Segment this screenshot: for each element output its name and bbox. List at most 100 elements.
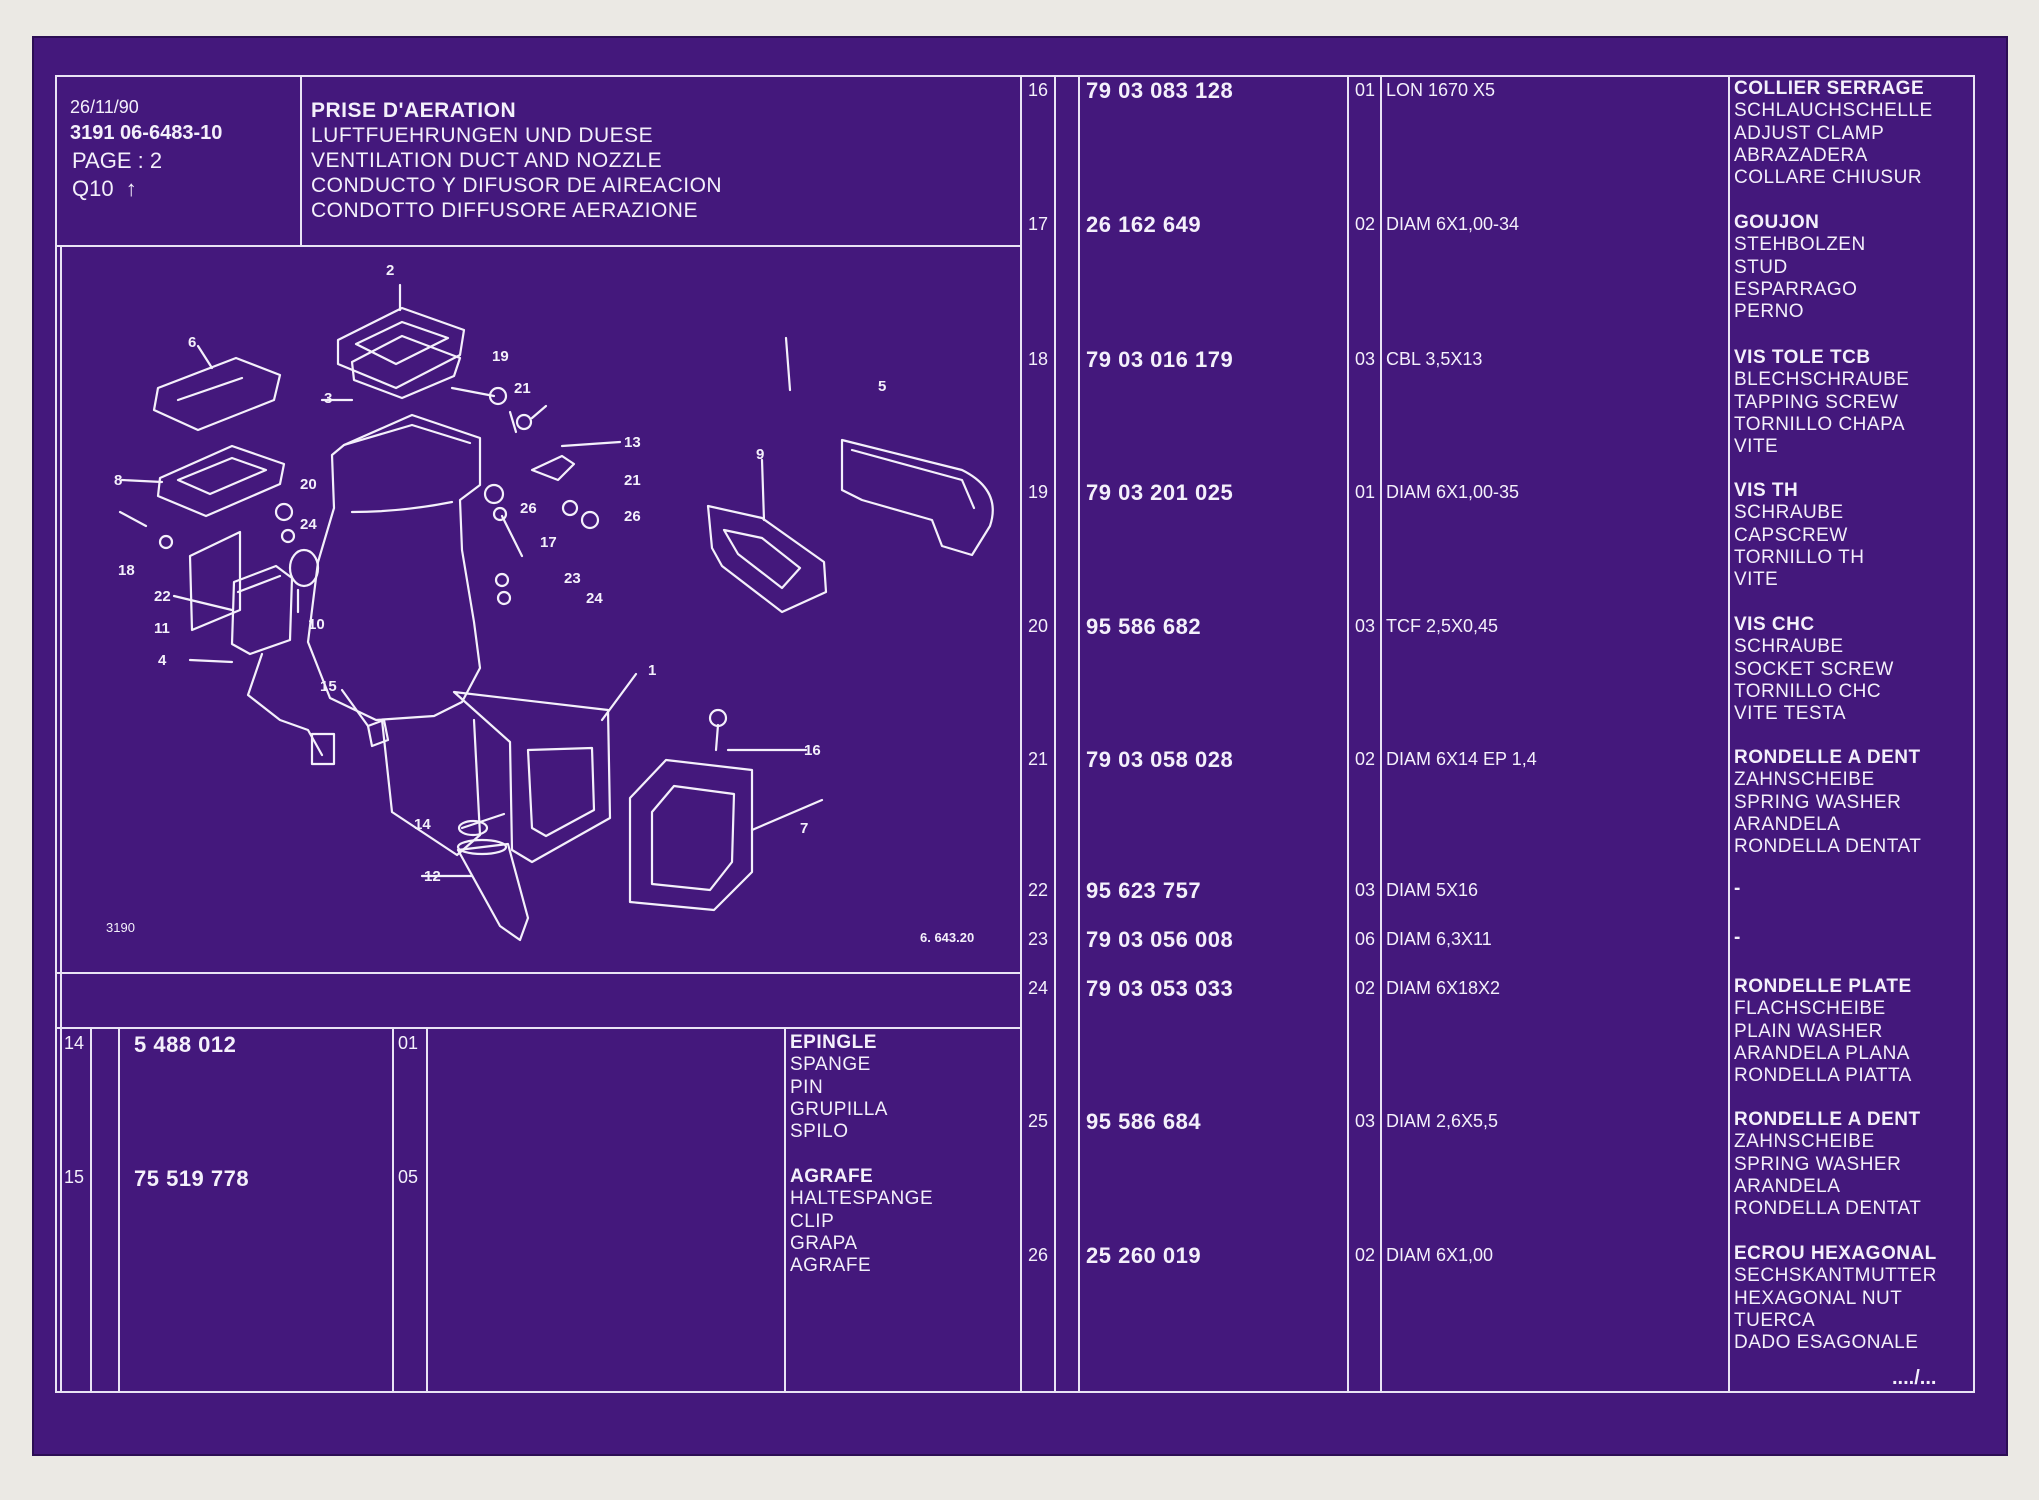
callout-6: 6 xyxy=(188,334,197,351)
callout-1: 1 xyxy=(648,662,657,679)
header-title-line: CONDOTTO DIFFUSORE AERAZIONE xyxy=(311,199,698,222)
left-col-item xyxy=(90,1027,92,1391)
description-line: STEHBOLZEN xyxy=(1734,234,1866,256)
description-line: VITE TESTA xyxy=(1734,703,1846,725)
specification: DIAM 6X14 EP 1,4 xyxy=(1386,749,1537,769)
header-ref: 3191 06-6483-10 xyxy=(70,122,223,144)
description-line: PERNO xyxy=(1734,301,1805,323)
part-14 xyxy=(457,819,489,837)
description-line: TORNILLO CHAPA xyxy=(1734,413,1906,435)
left-col-item2 xyxy=(118,1027,120,1391)
callout-20: 20 xyxy=(300,476,317,493)
right-col-item xyxy=(1054,77,1056,1391)
description-line: CAPSCREW xyxy=(1734,524,1848,546)
callout-12: 12 xyxy=(424,868,441,885)
description-line: AGRAFE xyxy=(790,1255,872,1277)
description-line: RONDELLE PLATE xyxy=(1734,976,1912,997)
quantity: 01 xyxy=(1355,80,1376,100)
part-21b-washer xyxy=(561,499,579,517)
right-col-part xyxy=(1347,77,1349,1391)
description-line: PIN xyxy=(790,1076,824,1098)
description-line: GRAPA xyxy=(790,1232,858,1254)
quantity: 02 xyxy=(1355,214,1376,234)
part-20-screw xyxy=(274,502,294,522)
drawing-code-right: 6. 643.20 xyxy=(920,930,975,945)
drawing-bottom-divider xyxy=(57,972,1021,974)
part-connector xyxy=(310,732,336,766)
part-3 xyxy=(350,334,462,400)
description-line: VITE xyxy=(1734,436,1779,458)
description-line: ZAHNSCHEIBE xyxy=(1734,1131,1875,1153)
quantity: 03 xyxy=(1355,880,1376,900)
description-line: RONDELLA DENTAT xyxy=(1734,1198,1922,1220)
callout-18: 18 xyxy=(118,562,135,579)
mid-divider xyxy=(1020,77,1022,1391)
part-number: 5 488 012 xyxy=(134,1032,237,1057)
left-col-part xyxy=(392,1027,394,1391)
callout-10: 10 xyxy=(308,616,325,633)
description-line: ABRAZADERA xyxy=(1734,144,1868,166)
description-line: DADO ESAGONALE xyxy=(1734,1332,1919,1354)
quantity: 02 xyxy=(1355,1245,1376,1265)
item-number: 15 xyxy=(64,1167,85,1187)
part-4 xyxy=(230,564,294,656)
description-line: VIS CHC xyxy=(1734,614,1815,635)
description-line: COLLARE CHIUSUR xyxy=(1734,167,1923,189)
specification: DIAM 6X1,00 xyxy=(1386,1245,1494,1265)
continuation-marker: ..../... xyxy=(1892,1367,1937,1389)
callout-17: 17 xyxy=(540,534,557,551)
description-line: ARANDELA xyxy=(1734,1175,1841,1197)
description-line: ESPARRAGO xyxy=(1734,278,1858,300)
part-plate xyxy=(188,530,242,632)
description-line: ARANDELA PLANA xyxy=(1734,1042,1910,1064)
part-24-washer xyxy=(496,590,512,606)
callout-24: 24 xyxy=(586,590,603,607)
part-number: 26 162 649 xyxy=(1086,212,1202,237)
description-line: HALTESPANGE xyxy=(790,1188,934,1210)
callout-22: 22 xyxy=(154,588,171,605)
part-number: 79 03 016 179 xyxy=(1086,347,1234,372)
up-arrow-icon: ↑ xyxy=(125,176,137,201)
part-number: 95 586 684 xyxy=(1086,1109,1202,1134)
quantity: 06 xyxy=(1355,929,1376,949)
header-page: PAGE : 2 xyxy=(72,148,163,173)
part-23-washer xyxy=(494,572,510,588)
specification: DIAM 5X16 xyxy=(1386,880,1479,900)
part-9 xyxy=(706,504,828,614)
description-line: HEXAGONAL NUT xyxy=(1734,1287,1903,1309)
item-number: 23 xyxy=(1028,929,1049,949)
callout-11: 11 xyxy=(154,620,170,637)
callout-19: 19 xyxy=(492,348,509,365)
description-line: EPINGLE xyxy=(790,1032,877,1053)
header-date: 26/11/90 xyxy=(70,97,139,117)
callout-15: 15 xyxy=(320,678,337,695)
description-line: CLIP xyxy=(790,1210,835,1232)
quantity: 03 xyxy=(1355,349,1376,369)
part-number: 79 03 201 025 xyxy=(1086,480,1234,505)
part-13 xyxy=(530,454,576,482)
item-number: 22 xyxy=(1028,880,1049,900)
left-col-spec xyxy=(784,1027,786,1391)
header-divider xyxy=(57,245,1021,247)
description-line: TORNILLO TH xyxy=(1734,546,1865,568)
header-q: Q10 ↑ xyxy=(72,178,137,200)
description-line: FLACHSCHEIBE xyxy=(1734,998,1886,1020)
right-col-spec xyxy=(1728,77,1730,1391)
part-15 xyxy=(366,718,390,748)
description-line: SCHRAUBE xyxy=(1734,502,1844,524)
specification: LON 1670 X5 xyxy=(1386,80,1496,100)
part-8 xyxy=(156,444,286,518)
quantity: 03 xyxy=(1355,1111,1376,1131)
description-line: SECHSKANTMUTTER xyxy=(1734,1265,1937,1287)
callout-14: 14 xyxy=(414,816,431,833)
part-nozzle-outlet xyxy=(452,690,612,864)
description-line: PLAIN WASHER xyxy=(1734,1020,1883,1042)
description-line: SPRING WASHER xyxy=(1734,791,1902,813)
description-line: GRUPILLA xyxy=(790,1098,888,1120)
item-number: 20 xyxy=(1028,616,1049,636)
sheet-frame xyxy=(55,75,1975,1393)
item-number: 16 xyxy=(1028,80,1049,100)
